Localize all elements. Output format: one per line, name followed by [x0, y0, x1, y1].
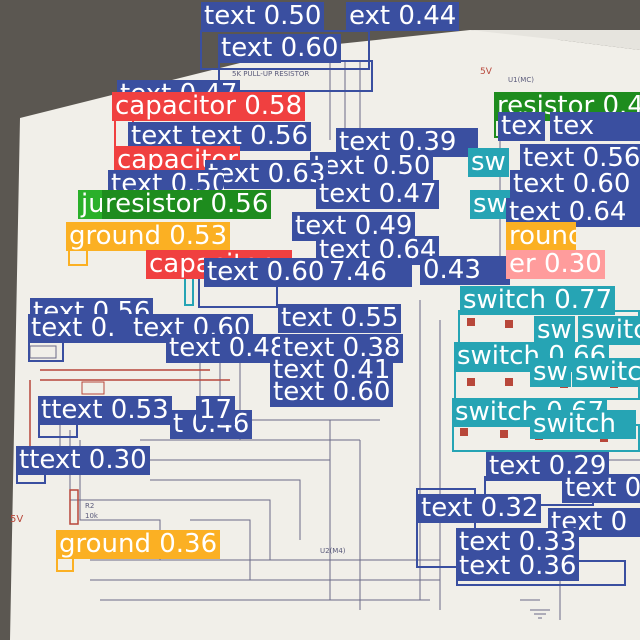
label-text: text 0.36	[456, 552, 580, 581]
label-text: text 0.60	[130, 314, 254, 343]
label-ground: round 0.4	[506, 222, 576, 251]
label-capacitor: capacitor 0.58	[112, 92, 306, 121]
label-text: ttext 0.30	[16, 446, 150, 475]
label-text: text 0.29	[486, 452, 610, 481]
label-text: text 0.47	[316, 180, 440, 209]
label-text: text 0.56	[520, 144, 640, 173]
label-text: tex	[550, 112, 640, 141]
label-switch: switch 0.77	[460, 286, 616, 315]
ground-symbol	[530, 609, 550, 619]
label-switch: sw	[534, 316, 575, 345]
label-resistor: resistor 0.56	[102, 190, 272, 219]
vcc-top-label: 5V	[480, 67, 493, 77]
label-text: 0.43	[420, 256, 510, 285]
label-switch: sw	[530, 358, 571, 387]
label-text: text 0.32	[418, 494, 542, 523]
label-text: 7.46	[326, 258, 412, 287]
label-text: text 0.60	[218, 34, 342, 63]
chip-label: U2(M4)	[320, 547, 346, 555]
component-box	[29, 345, 57, 359]
bbox-capacitor	[184, 276, 194, 306]
bbox-text	[218, 60, 373, 92]
label-text: text 0.50	[310, 152, 434, 181]
label-text: tex	[498, 112, 546, 141]
label-switch: switc	[572, 358, 640, 387]
chip-top-label: U1(MC)	[508, 76, 534, 84]
pullup-title: 5K PULL-UP RESISTOR	[232, 70, 309, 78]
label-text: text 0.	[562, 474, 640, 503]
label-text: text 0.48	[166, 334, 290, 363]
label-ground: ground 0.53	[66, 222, 231, 251]
label-switch: switc	[578, 316, 640, 345]
label-text: text 0.55	[278, 304, 402, 333]
paper-shadow	[470, 30, 640, 50]
paper-annotations: 5K PULL-UP RESISTOR 5V 5V R2 10k U2(M4) …	[10, 67, 534, 555]
label-text: ttext 0.53	[38, 396, 172, 425]
label-text: text 0.60	[204, 258, 328, 287]
label-switch: switch	[530, 410, 636, 439]
label-ground: ground 0.36	[56, 530, 221, 559]
label-switch: sw	[470, 190, 511, 219]
r2-label: R2	[85, 502, 94, 510]
r2-value-label: 10k	[85, 512, 99, 520]
label-text: 17	[196, 396, 236, 425]
label-text: text 0.63	[205, 160, 329, 189]
label-text: text 0.50	[201, 2, 325, 31]
label-switch: sw	[468, 148, 509, 177]
label-text: text 0.60	[510, 170, 640, 199]
label-text: text text 0.56	[128, 122, 312, 151]
resistor-r2-symbol	[69, 489, 79, 525]
vcc-left-label: 5V	[10, 514, 23, 525]
label-text: text 0.60	[270, 378, 394, 407]
label-text: ext 0.44	[346, 2, 460, 31]
component-box-sd	[81, 381, 105, 395]
label-text: text 0.	[28, 314, 144, 343]
label-pink: er 0.30	[506, 250, 605, 279]
bbox-text	[200, 30, 370, 70]
